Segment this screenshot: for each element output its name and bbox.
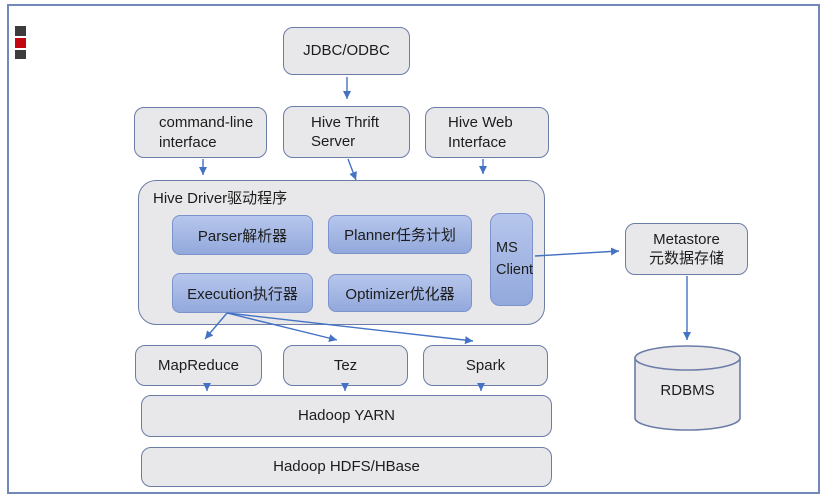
node-planner: Planner任务计划 bbox=[328, 215, 472, 254]
node-spark: Spark bbox=[423, 345, 548, 386]
node-metastore-label: Metastore 元数据存储 bbox=[649, 230, 724, 269]
web-line2: Interface bbox=[448, 133, 507, 151]
node-optimizer-label: Optimizer优化器 bbox=[345, 285, 455, 303]
node-hadoop-yarn-label: Hadoop YARN bbox=[297, 407, 395, 425]
node-parser: Parser解析器 bbox=[172, 215, 313, 255]
node-metastore: Metastore 元数据存储 bbox=[625, 223, 748, 275]
node-command-line-interface: command-line interface bbox=[134, 107, 267, 158]
node-hive-thrift-server: Hive Thrift Server bbox=[283, 106, 410, 158]
node-optimizer: Optimizer优化器 bbox=[328, 274, 472, 312]
web-line1: Hive Web bbox=[448, 114, 513, 131]
node-ms-client-label: MS Client bbox=[496, 238, 533, 282]
node-execution-label: Execution执行器 bbox=[187, 285, 298, 303]
bullet-square-dark-1 bbox=[15, 26, 26, 36]
node-jdbc-odbc: JDBC/ODBC bbox=[283, 27, 410, 75]
thrift-line1: Hive Thrift bbox=[311, 113, 380, 131]
node-hive-web-interface: Hive Web Interface bbox=[425, 107, 549, 158]
cli-line1: command-line bbox=[159, 114, 254, 131]
node-mapreduce-label: MapReduce bbox=[158, 356, 239, 374]
cli-line2: interface bbox=[159, 133, 217, 151]
node-rdbms-label: RDBMS bbox=[660, 382, 715, 399]
node-tez-label: Tez bbox=[333, 356, 358, 374]
bullet-square-red bbox=[15, 38, 26, 48]
ms-client-line1: MS bbox=[496, 239, 518, 256]
outer-frame bbox=[7, 4, 820, 494]
node-execution: Execution执行器 bbox=[172, 273, 313, 313]
node-mapreduce: MapReduce bbox=[135, 345, 262, 386]
ms-client-line2: Client bbox=[496, 261, 534, 278]
bullet-square-dark-2 bbox=[15, 50, 26, 59]
node-spark-label: Spark bbox=[465, 356, 506, 374]
node-hive-thrift-server-label: Hive Thrift Server bbox=[311, 113, 379, 152]
node-parser-label: Parser解析器 bbox=[197, 227, 288, 245]
node-hive-web-interface-label: Hive Web Interface bbox=[448, 113, 513, 152]
metastore-line1: Metastore bbox=[653, 230, 720, 248]
node-command-line-interface-label: command-line interface bbox=[159, 113, 253, 152]
node-ms-client: MS Client bbox=[490, 213, 533, 306]
node-hive-driver-label: Hive Driver驱动程序 bbox=[153, 190, 288, 207]
thrift-line2: Server bbox=[311, 133, 356, 150]
node-planner-label: Planner任务计划 bbox=[344, 227, 456, 244]
metastore-line2: 元数据存储 bbox=[648, 250, 724, 267]
node-jdbc-odbc-label: JDBC/ODBC bbox=[303, 42, 390, 60]
node-hadoop-yarn: Hadoop YARN bbox=[141, 395, 552, 437]
node-tez: Tez bbox=[283, 345, 408, 386]
node-hadoop-hdfs-hbase-label: Hadoop HDFS/HBase bbox=[273, 458, 420, 476]
node-hadoop-hdfs-hbase: Hadoop HDFS/HBase bbox=[141, 447, 552, 487]
